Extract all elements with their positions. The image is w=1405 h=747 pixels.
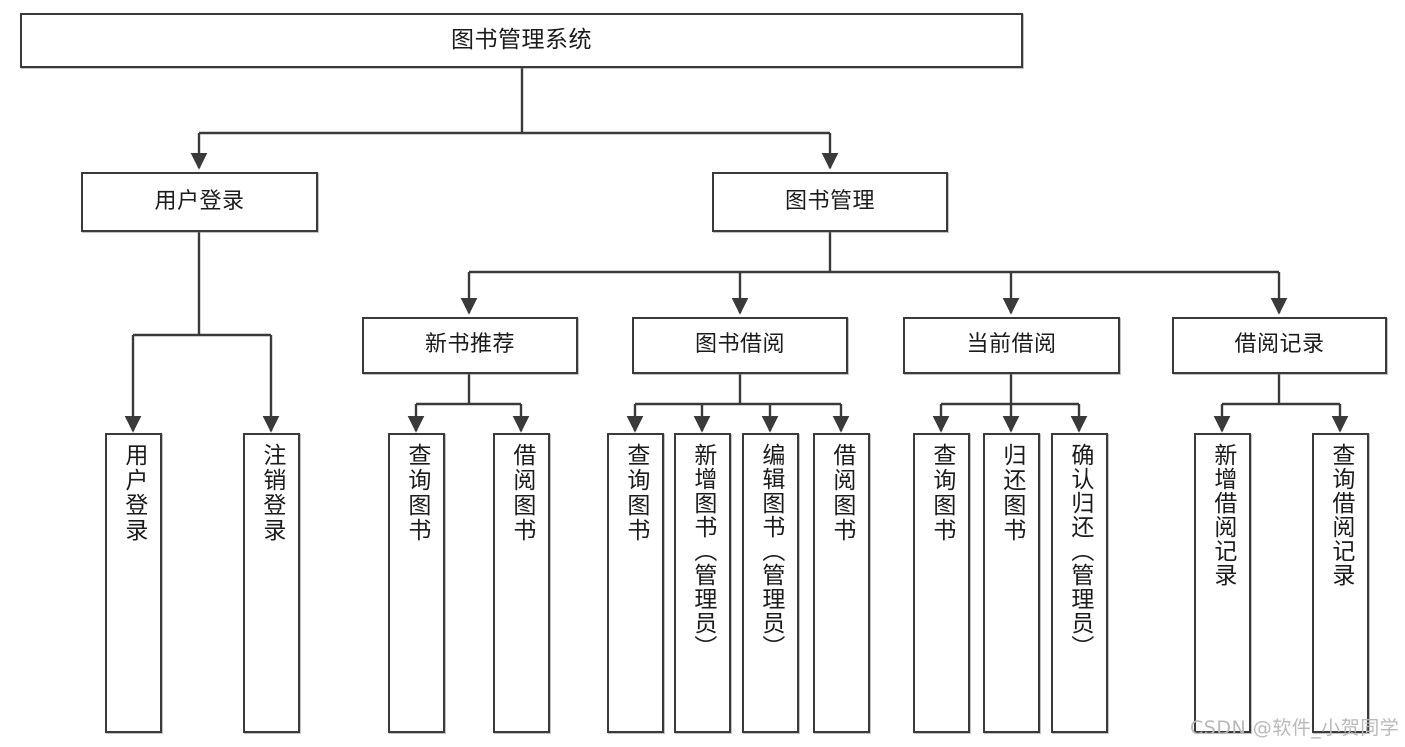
leaf-query-book-2-label: 查询图书 xyxy=(622,443,649,543)
node-root-system-label: 图书管理系统 xyxy=(451,26,592,53)
leaf-query-book-3-label: 查询图书 xyxy=(928,443,955,543)
leaf-confirm-return-label: 确认归还（管理员） xyxy=(1066,443,1093,659)
leaf-add-borrow-record-label: 新增借阅记录 xyxy=(1209,443,1236,587)
leaf-add-book-label: 新增图书（管理员） xyxy=(689,443,716,659)
leaf-user-login-label: 用户登录 xyxy=(120,443,147,543)
leaf-borrow-book-1[interactable]: 借阅图书 xyxy=(493,433,550,733)
leaf-return-book-label: 归还图书 xyxy=(998,443,1025,543)
leaf-borrow-book-2[interactable]: 借阅图书 xyxy=(813,433,870,733)
csdn-watermark: CSDN @软件_小贺同学 xyxy=(1190,717,1400,739)
leaf-add-borrow-record[interactable]: 新增借阅记录 xyxy=(1194,433,1251,733)
leaf-confirm-return[interactable]: 确认归还（管理员） xyxy=(1051,433,1108,733)
node-new-book-recommend-label: 新书推荐 xyxy=(424,332,515,358)
leaf-query-borrow-record-label: 查询借阅记录 xyxy=(1327,443,1354,587)
node-new-book-recommend[interactable]: 新书推荐 xyxy=(362,317,578,374)
leaf-user-logout[interactable]: 注销登录 xyxy=(243,433,300,733)
leaf-edit-book[interactable]: 编辑图书（管理员） xyxy=(742,433,799,733)
node-book-management[interactable]: 图书管理 xyxy=(712,172,948,232)
leaf-query-book-1[interactable]: 查询图书 xyxy=(388,433,445,733)
leaf-borrow-book-2-label: 借阅图书 xyxy=(828,443,855,543)
node-borrow-record[interactable]: 借阅记录 xyxy=(1172,317,1387,374)
leaf-edit-book-label: 编辑图书（管理员） xyxy=(757,443,784,659)
node-book-borrow-label: 图书借阅 xyxy=(694,332,785,358)
node-book-management-label: 图书管理 xyxy=(784,188,875,214)
leaf-user-login[interactable]: 用户登录 xyxy=(105,433,162,733)
leaf-add-book[interactable]: 新增图书（管理员） xyxy=(674,433,731,733)
leaf-borrow-book-1-label: 借阅图书 xyxy=(508,443,535,543)
leaf-query-book-3[interactable]: 查询图书 xyxy=(913,433,970,733)
node-current-borrow-label: 当前借阅 xyxy=(966,332,1057,358)
node-root-system[interactable]: 图书管理系统 xyxy=(20,13,1023,68)
node-current-borrow[interactable]: 当前借阅 xyxy=(903,317,1120,374)
node-borrow-record-label: 借阅记录 xyxy=(1234,332,1325,358)
leaf-user-logout-label: 注销登录 xyxy=(258,443,285,543)
leaf-query-book-2[interactable]: 查询图书 xyxy=(607,433,664,733)
node-user-login-label: 用户登录 xyxy=(154,188,245,214)
node-book-borrow[interactable]: 图书借阅 xyxy=(632,317,848,374)
leaf-return-book[interactable]: 归还图书 xyxy=(983,433,1040,733)
leaf-query-book-1-label: 查询图书 xyxy=(403,443,430,543)
leaf-query-borrow-record[interactable]: 查询借阅记录 xyxy=(1312,433,1369,733)
node-user-login[interactable]: 用户登录 xyxy=(81,172,318,232)
